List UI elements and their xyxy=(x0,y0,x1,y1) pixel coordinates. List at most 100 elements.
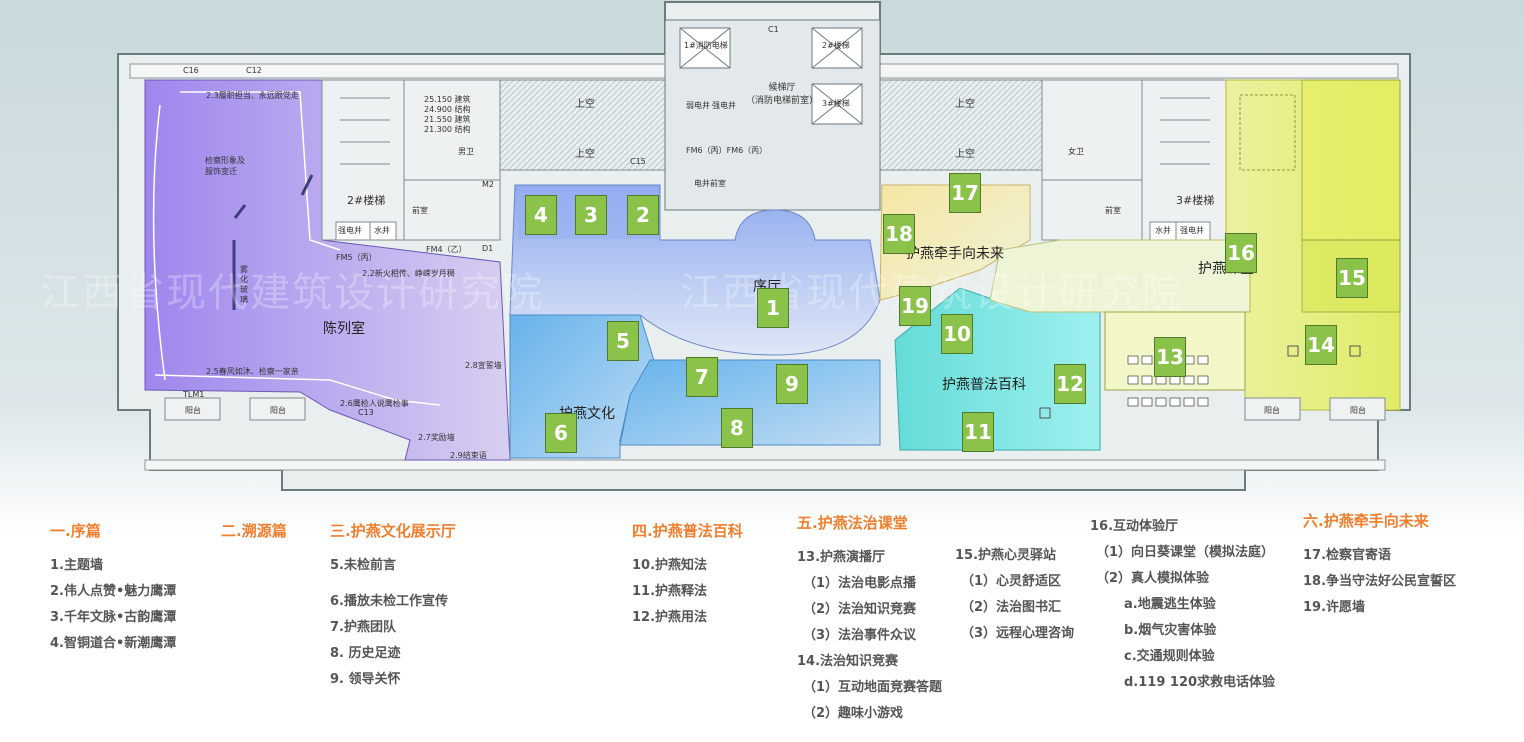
legend-item: （3）法治事件众议 xyxy=(803,628,917,643)
legend-item: （2）真人模拟体验 xyxy=(1096,571,1210,586)
legend-item: 5.未检前言 xyxy=(330,558,396,573)
room-balcony-4: 阳台 xyxy=(1350,406,1366,415)
room-law: 护燕普法百科 xyxy=(942,377,1026,393)
watermark-bottom-2: 江西省现代建筑设计研究院 xyxy=(820,605,1324,651)
note-c15: C15 xyxy=(630,157,646,166)
legend-item: 19.许愿墙 xyxy=(1303,600,1366,615)
legend-mind: 15.护燕心灵驿站 （1）心灵舒适区 （2）法治图书汇 （3）远程心理咨询 xyxy=(955,543,1074,647)
note-2-8: 2.8宣誓墙 xyxy=(465,361,502,370)
legend-origin-heading: 二.溯源篇 xyxy=(221,522,287,540)
badge-5: 5 xyxy=(607,321,639,361)
void-right xyxy=(879,79,1043,171)
legend-item: 11.护燕释法 xyxy=(632,584,708,599)
room-balcony-2: 阳台 xyxy=(270,406,286,415)
watermark-top: 江西省现代建筑设计研究院 xyxy=(40,270,544,316)
badge-8: 8 xyxy=(721,408,753,448)
legend-preface: 一.序篇 1.主题墙 2.伟人点赞•魅力鹰潭 3.千年文脉•古韵鹰潭 4.智铜道… xyxy=(50,520,176,657)
note-m2: M2 xyxy=(482,180,494,189)
legend-classroom-heading: 五.护燕法治课堂 xyxy=(797,514,908,532)
room-stair-3a: 3#楼梯 xyxy=(822,99,850,108)
badge-10: 10 xyxy=(941,314,973,354)
legend-item: （1）法治电影点播 xyxy=(803,576,917,591)
legend-item: 18.争当守法好公民宣誓区 xyxy=(1303,574,1457,589)
legend-future-heading: 六.护燕牵手向未来 xyxy=(1303,512,1429,530)
legend-item: 15.护燕心灵驿站 xyxy=(955,548,1057,563)
room-stair-2a: 2#楼梯 xyxy=(822,41,850,50)
note-2-7: 2.7奖励墙 xyxy=(418,433,455,442)
note-c13: C13 xyxy=(358,408,374,417)
legend-item: （2）法治图书汇 xyxy=(961,600,1062,615)
legend-item: 8. 历史足迹 xyxy=(330,646,401,661)
room-void-right: 上空 xyxy=(955,99,975,110)
room-exhibition: 陈列室 xyxy=(323,321,365,337)
void-left xyxy=(499,79,666,171)
note-fm6: FM6（丙）FM6（丙） xyxy=(686,146,768,155)
badge-15: 15 xyxy=(1336,258,1368,298)
legend-item: 16.互动体验厅 xyxy=(1090,519,1179,534)
legend-item: （1）互动地面竞赛答题 xyxy=(803,680,943,695)
legend-item: a.地震逃生体验 xyxy=(1124,597,1216,612)
room-strong-shaft-c: 强电井 xyxy=(712,101,736,110)
note-2-2: 2.2新火相传、峥嵘岁月稠 xyxy=(362,269,455,278)
note-image: 检察形象及服饰变迁 xyxy=(205,156,245,176)
note-tlm1: TLM1 xyxy=(183,390,205,399)
legend-law-heading: 四.护燕普法百科 xyxy=(632,522,743,540)
badge-16: 16 xyxy=(1225,233,1257,273)
watermark-bottom: 江西省现代建筑设计研究院 xyxy=(90,605,594,651)
legend-culture-heading: 三.护燕文化展示厅 xyxy=(330,522,456,540)
room-female-wc: 女卫 xyxy=(1068,147,1084,156)
room-void-center-right: 上空 xyxy=(955,149,975,160)
legend-item: （3）远程心理咨询 xyxy=(961,626,1075,641)
badge-14: 14 xyxy=(1305,325,1337,365)
room-balcony-1: 阳台 xyxy=(185,406,201,415)
note-fm5: FM5（丙） xyxy=(336,253,377,262)
legend-item: 1.主题墙 xyxy=(50,558,103,573)
room-male-wc: 男卫 xyxy=(458,147,474,156)
legend-item: c.交通规则体验 xyxy=(1124,649,1215,664)
stair3-area xyxy=(1141,79,1227,241)
badge-2: 2 xyxy=(627,195,659,235)
exhibition-path xyxy=(152,91,341,381)
legend-item: （2）法治知识竞赛 xyxy=(803,602,917,617)
legend-classroom: 五.护燕法治课堂 13.护燕演播厅 （1）法治电影点播 （2）法治知识竞赛 （3… xyxy=(797,512,942,727)
badge-19: 19 xyxy=(899,286,931,326)
badge-6: 6 xyxy=(545,413,577,453)
room-elec: 电井前室 xyxy=(694,179,726,188)
room-glass-wall: 雾化玻璃 xyxy=(240,265,248,304)
badge-4: 4 xyxy=(525,195,557,235)
legend-item: 13.护燕演播厅 xyxy=(797,550,886,565)
room-strong-shaft-r: 强电井 xyxy=(1180,226,1204,235)
room-fire-stair1: 1#消防电梯 xyxy=(684,41,728,50)
legend-item: 10.护燕知法 xyxy=(632,558,708,573)
note-fm4: FM4（乙） xyxy=(426,245,467,254)
room-front-left: 前室 xyxy=(412,206,428,215)
room-balcony-3: 阳台 xyxy=(1264,406,1280,415)
note-c1: C1 xyxy=(768,25,779,34)
legend-preface-heading: 一.序篇 xyxy=(50,522,101,540)
legend-item: d.119 120求救电话体验 xyxy=(1124,675,1276,690)
badge-13: 13 xyxy=(1154,337,1186,377)
room-stair2: 2#楼梯 xyxy=(347,194,386,207)
badge-17: 17 xyxy=(949,173,981,213)
badge-9: 9 xyxy=(776,364,808,404)
badge-1: 1 xyxy=(757,288,789,328)
note-2-9: 2.9结束语 xyxy=(450,451,487,460)
note-elevations: 25.150 建筑 24.900 结构 21.550 建筑 21.300 结构 xyxy=(424,95,471,134)
room-void-left: 上空 xyxy=(575,99,595,110)
legend-item: 3.千年文脉•古韵鹰潭 xyxy=(50,610,177,625)
legend-item: b.烟气灾害体验 xyxy=(1124,623,1217,638)
note-2-3: 2.3履职担当、永远跟党走 xyxy=(206,91,299,100)
room-water-shaft-r: 水井 xyxy=(1155,226,1171,235)
note-c12: C12 xyxy=(246,66,262,75)
legend-future: 六.护燕牵手向未来 17.检察官寄语 18.争当守法好公民宣誓区 19.许愿墙 xyxy=(1303,510,1456,621)
legend-item: 9. 领导关怀 xyxy=(330,672,401,687)
legend-item: 2.伟人点赞•魅力鹰潭 xyxy=(50,584,177,599)
badge-7: 7 xyxy=(686,357,718,397)
room-strong-shaft-l: 强电井 xyxy=(338,226,362,235)
badge-3: 3 xyxy=(575,195,607,235)
room-elevator-hall: 候梯厅 （消防电梯前室） xyxy=(746,83,819,106)
legend-item: 7.护燕团队 xyxy=(330,620,396,635)
note-c16: C16 xyxy=(183,66,199,75)
badge-11: 11 xyxy=(962,412,994,452)
legend-item: 17.检察官寄语 xyxy=(1303,548,1392,563)
